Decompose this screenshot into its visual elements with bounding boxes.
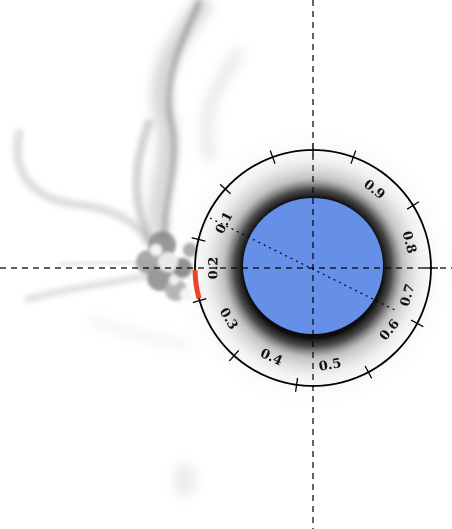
red-arc-marker: [192, 269, 202, 300]
dial-tick: [410, 319, 424, 328]
dial-label: 0.5: [318, 356, 343, 375]
dial-tick: [406, 201, 420, 210]
dial-label: 0.2: [207, 257, 222, 280]
dial-tick: [228, 350, 240, 362]
dial-tick: [350, 150, 357, 164]
dial-label: 0.7: [398, 282, 419, 308]
dial-tick: [192, 297, 207, 304]
dial-label: 0.8: [398, 230, 418, 256]
dial-tick: [191, 237, 206, 242]
dial-tick: [219, 183, 231, 195]
dial-tick: [364, 365, 373, 379]
dial-tick: [269, 150, 276, 164]
dial-ticks: [191, 143, 438, 392]
dial-tick: [294, 377, 299, 392]
dotted-diagonal: [209, 217, 396, 311]
